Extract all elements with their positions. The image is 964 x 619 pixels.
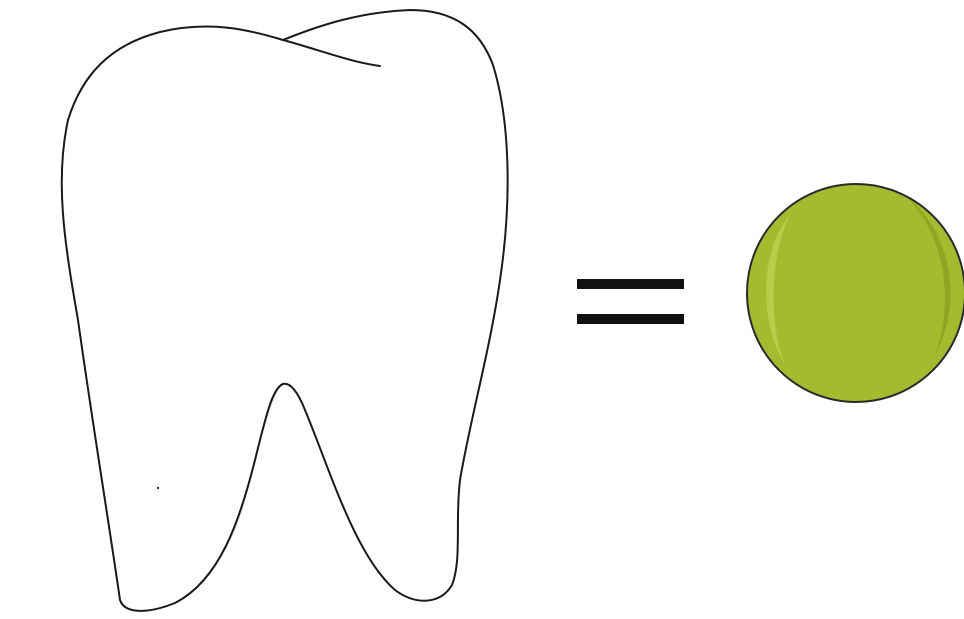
molar-tooth-icon xyxy=(62,10,508,611)
equals-bottom-bar xyxy=(577,314,684,324)
tooth-outline xyxy=(62,10,508,611)
equals-top-bar xyxy=(577,279,684,289)
tooth-speck xyxy=(157,487,159,489)
green-circle-icon xyxy=(747,184,964,402)
equals-sign-icon xyxy=(577,279,684,324)
